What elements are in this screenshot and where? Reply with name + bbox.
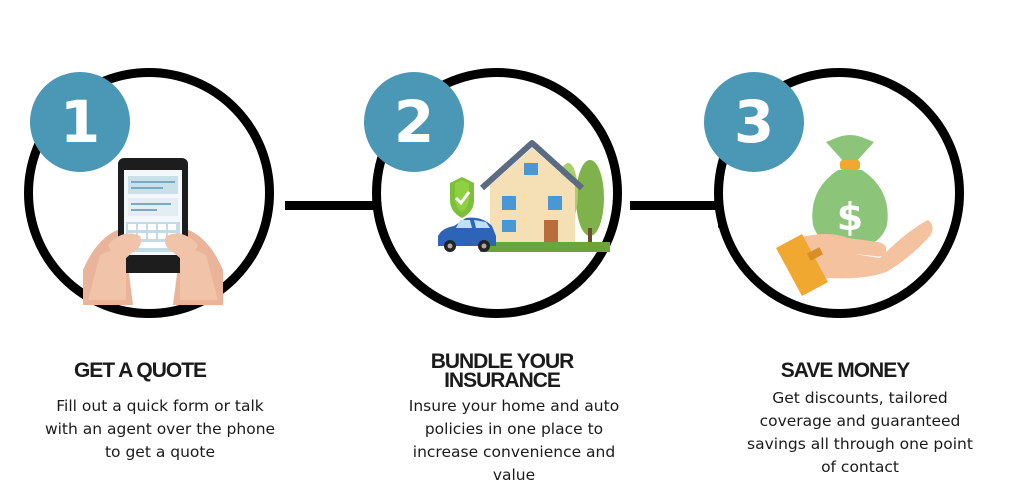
- svg-text:$: $: [837, 195, 863, 239]
- step-3-description: Get discounts, tailored coverage and gua…: [747, 389, 973, 476]
- step-1-number-badge: 1: [30, 72, 130, 172]
- step-2-description: Insure your home and auto policies in on…: [408, 397, 620, 484]
- step-2-title: BUNDLE YOUR INSURANCE: [430, 350, 575, 392]
- step-2-number-badge: 2: [364, 72, 464, 172]
- step-3-title: SAVE MONEY: [780, 359, 910, 382]
- step-1-title: GET A QUOTE: [73, 359, 207, 382]
- money-bag-hand-icon: $: [776, 135, 933, 296]
- step-3-number-badge: 3: [704, 72, 804, 172]
- connector-1-2: [285, 201, 380, 210]
- phone-in-hands-icon: [83, 158, 223, 305]
- connector-2-3: [630, 201, 720, 210]
- step-1-description: Fill out a quick form or talk with an ag…: [44, 397, 276, 461]
- house-car-shield-icon: [438, 140, 610, 252]
